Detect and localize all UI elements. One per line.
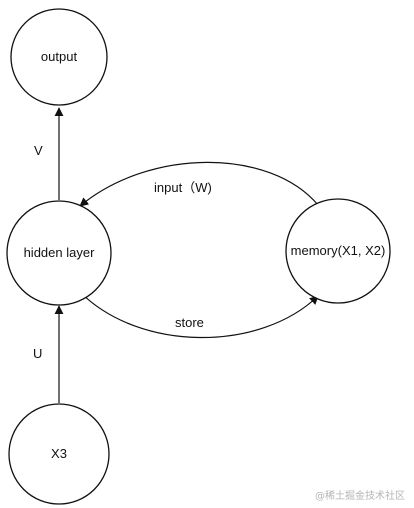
node-memory: memory(X1, X2) xyxy=(285,198,391,304)
watermark-text: @稀土掘金技术社区 xyxy=(315,489,405,502)
node-hidden-layer-label: hidden layer xyxy=(24,245,95,260)
node-hidden-layer: hidden layer xyxy=(6,200,112,306)
node-output-label: output xyxy=(41,49,78,64)
edge-memory-to-hidden xyxy=(79,161,319,207)
edge-label-input-w: input（W) xyxy=(154,180,212,195)
edge-hidden-to-memory xyxy=(79,291,319,339)
node-memory-label: memory(X1, X2) xyxy=(291,243,386,258)
node-output: output xyxy=(10,8,108,106)
node-x3-label: X3 xyxy=(51,446,67,461)
node-x3: X3 xyxy=(8,403,110,505)
edge-label-store: store xyxy=(175,315,204,330)
edge-label-u: U xyxy=(33,346,42,361)
edge-label-v: V xyxy=(34,143,43,158)
